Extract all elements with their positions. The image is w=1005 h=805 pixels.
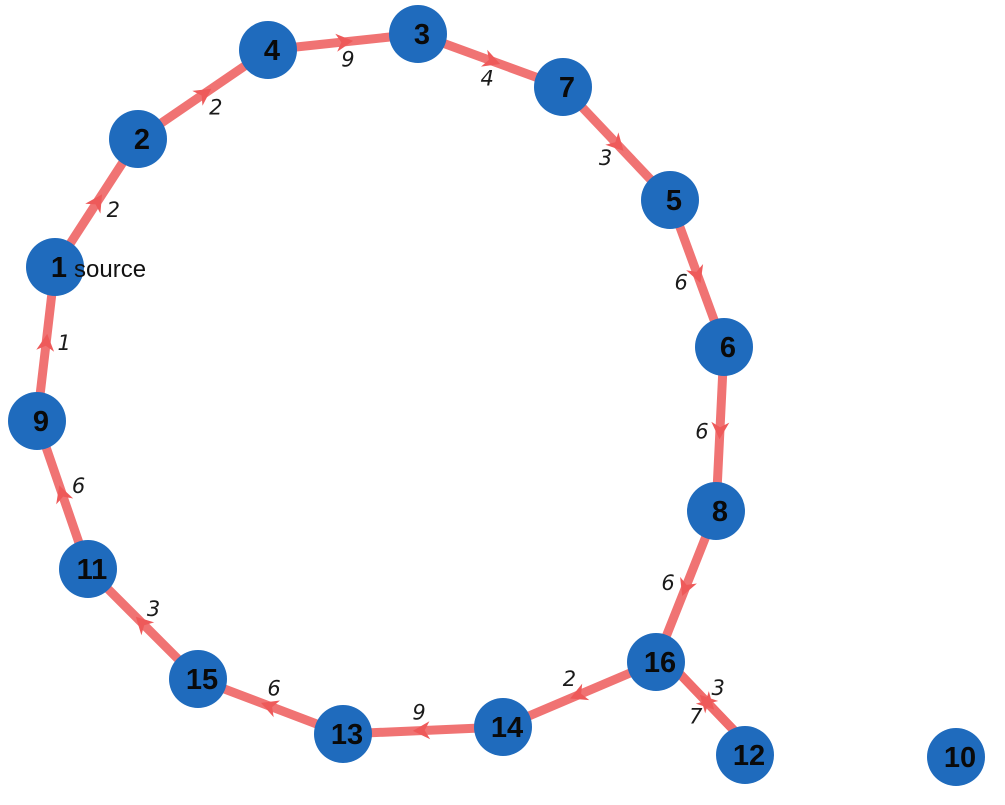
node-4: 4 (239, 21, 297, 79)
node-2: 2 (109, 110, 167, 168)
node-circle (474, 698, 532, 756)
node-label: 14 (491, 712, 523, 744)
node-circle (534, 58, 592, 116)
node-circle (695, 318, 753, 376)
edge-weight-label: 4 (481, 67, 494, 91)
node-circle (59, 540, 117, 598)
node-label: 1 (51, 252, 67, 284)
arrowhead-2-to-4 (192, 88, 212, 106)
node-5: 5 (641, 171, 699, 229)
node-10: 10 (927, 728, 985, 786)
node-circle (109, 110, 167, 168)
node-circle (627, 633, 685, 691)
edge-weight-label: 3 (712, 676, 725, 700)
node-circle (641, 171, 699, 229)
edge-weight-label: 6 (695, 419, 708, 443)
edge-weight-label: 2 (209, 96, 222, 120)
edge-weight-label: 6 (267, 677, 280, 701)
node-label: 12 (733, 740, 765, 772)
node-3: 3 (389, 5, 447, 63)
arrowhead-4-to-3 (335, 33, 354, 52)
node-label: 3 (414, 19, 430, 51)
arrowhead-9-to-1 (36, 333, 55, 352)
node-11: 11 (59, 540, 117, 598)
node-circle (239, 21, 297, 79)
node-circle (927, 728, 985, 786)
node-label: 11 (77, 554, 108, 586)
edge-weight-label: 9 (412, 701, 425, 725)
node-label: 5 (666, 185, 682, 217)
node-label: 16 (644, 647, 676, 679)
arrowhead-3-to-7 (481, 49, 501, 67)
edge-weight-label: 3 (147, 597, 160, 621)
arrowhead-7-to-5 (605, 132, 624, 151)
arrowhead-16-to-12 (695, 691, 715, 710)
node-8: 8 (687, 482, 745, 540)
node-label: 8 (712, 496, 728, 528)
arrowhead-11-to-9 (56, 485, 74, 505)
edge-weight-label: 6 (675, 271, 688, 295)
node-label: 9 (33, 406, 49, 438)
node-label: 10 (944, 742, 976, 774)
node-label: 6 (720, 332, 736, 364)
edge-weight-label: 6 (72, 474, 85, 498)
arrows-layer (36, 33, 730, 740)
arrowhead-14-to-13 (412, 721, 431, 740)
node-13: 13 (314, 705, 372, 763)
node-7: 7 (534, 58, 592, 116)
node-label: 7 (559, 72, 575, 104)
node-circle (314, 705, 372, 763)
edge-weight-label: 2 (107, 198, 120, 222)
arrowhead-8-to-16 (680, 576, 697, 596)
edge-weight-label: 2 (563, 667, 576, 691)
node-14: 14 (474, 698, 532, 756)
arrowhead-6-to-8 (711, 421, 730, 440)
edge-weight-label: 6 (661, 571, 674, 595)
node-9: 9 (8, 392, 66, 450)
arrowhead-5-to-6 (686, 264, 704, 284)
node-label: 4 (264, 35, 280, 67)
source-tag: source (74, 256, 146, 283)
node-circle (687, 482, 745, 540)
edge-weight-label: 9 (341, 48, 354, 72)
node-16: 16 (627, 633, 685, 691)
node-12: 12 (716, 726, 774, 784)
arrowhead-13-to-15 (261, 700, 280, 718)
arrowhead-12-to-16 (699, 694, 719, 714)
node-label: 13 (331, 719, 363, 751)
node-6: 6 (695, 318, 753, 376)
edge-weight-label: 1 (58, 331, 71, 355)
node-label: 2 (134, 124, 150, 156)
node-15: 15 (169, 650, 227, 708)
edge-weight-label: 3 (599, 146, 612, 170)
arrowhead-1-to-2 (85, 194, 102, 214)
node-circle (389, 5, 447, 63)
node-label: 15 (186, 664, 218, 696)
node-circle (26, 238, 84, 296)
node-circle (169, 650, 227, 708)
node-1: 1 source (26, 238, 146, 296)
arrowhead-16-to-14 (570, 683, 590, 701)
node-circle (716, 726, 774, 784)
node-circle (8, 392, 66, 450)
edge-weight-label: 7 (689, 705, 703, 729)
arrowhead-15-to-11 (135, 616, 155, 636)
